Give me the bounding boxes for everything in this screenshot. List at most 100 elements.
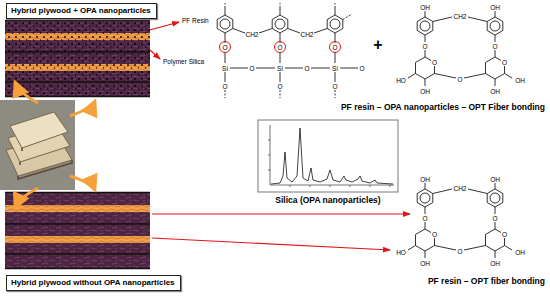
atom-label: O [359,65,365,72]
orange-arrow [70,176,95,190]
atom-label: O [332,44,338,51]
atom-label: HO [396,77,407,84]
fiber-texture [5,236,150,243]
atom-label: OH [420,88,431,95]
orange-arrows [15,82,95,208]
atom-label: O [501,231,507,238]
chart-frame [258,120,398,192]
atom-label: O [457,248,463,255]
caption-label: PF resin – OPT fiber bonding [428,276,545,286]
sheet-edge [18,148,72,179]
bond-lines [225,8,358,82]
silica-spectrum [258,120,398,192]
phenol-ring [272,15,288,33]
red-arrow [152,213,410,214]
red-circle [330,42,341,53]
structure-label: PF Resin [182,17,209,24]
fiber-layer [5,236,150,243]
atom-label: OH [490,260,501,267]
atom-label: O [277,44,283,51]
atom-label: OH [420,260,431,267]
pf-fiber-structure-bottom [408,183,512,258]
atom-label: O [422,43,428,50]
box-text: Hybrid plywood without OPA nanoparticles [11,278,175,288]
atom-label: O [249,65,255,72]
plywood-without-nanoparticles [5,192,150,269]
aromatic-circle [490,193,500,203]
caption-label: Silica (OPA nanoparticles) [275,195,380,205]
fiber-texture [5,205,150,212]
veneer-layers [5,20,150,97]
veneer-texture [5,20,150,97]
orange-arrow [15,188,38,208]
plywood-photo [0,100,75,190]
aromatic-circle [490,21,500,31]
caption-label: PF resin – OPA nanoparticles – OPT Fiber… [341,102,545,112]
plywood-with-nanoparticles [5,20,150,97]
bond-lines [408,183,512,258]
red-circle [220,42,231,53]
phenol-ring [487,189,503,207]
atom-label: Si [277,65,284,72]
orange-arrow [70,101,95,116]
red-circles [220,42,341,53]
nanoparticle-dots [5,20,150,97]
atom-label: O [422,215,428,222]
bond-lines [408,11,512,86]
fiber-layer [5,205,150,212]
phenol-ring [327,15,343,33]
orange-arrow [15,82,38,103]
atom-label: CH2 [453,185,467,192]
atom-label: OH [490,88,501,95]
atom-label: O [304,65,310,72]
atom-label: OH [515,77,526,84]
glue-line [5,21,150,97]
phenol-ring [417,189,433,207]
phenol-ring [417,17,433,35]
aromatic-circle [330,19,340,29]
atom-label: CH2 [453,13,467,20]
atom-label: O [457,76,463,83]
red-arrow [150,22,179,30]
atom-label: O [501,59,507,66]
atom-label: O [431,59,437,66]
atom-label: O [332,83,338,90]
atom-label: CH2 [300,31,314,38]
chart-axes [268,125,394,187]
atom-label: OH [515,249,526,256]
plus-sign: + [373,36,382,54]
atom-label: O [492,215,498,222]
atom-label: OH [420,4,431,11]
atom-label: OH [420,176,431,183]
red-circle [275,42,286,53]
atom-label: OH [490,176,501,183]
spectrum-line [271,128,393,184]
atom-label: Si [332,65,339,72]
atom-label: Si [222,65,229,72]
atom-label: O [222,83,228,90]
glue-line [5,193,150,269]
red-arrow [150,50,160,59]
plywood-sheet [10,112,68,148]
structure-label: Polymer Silica [163,58,204,65]
veneer-texture [5,192,150,269]
veneer-layers [5,192,150,269]
atom-label: HO [396,249,407,256]
title-box: Hybrid plywood without OPA nanoparticles [6,275,181,291]
aromatic-circle [420,21,430,31]
dashed-bonds [225,3,352,98]
aromatic-circle [420,193,430,203]
photo-ground [0,100,75,190]
atom-label: O [492,43,498,50]
atom-label: OH [490,4,501,11]
atom-label: O [277,83,283,90]
pf-silica-structure [217,3,358,98]
pf-fiber-structure-top [408,11,512,86]
title-box: Hybrid plywood + OPA nanoparticles [6,3,157,19]
box-text: Hybrid plywood + OPA nanoparticles [11,6,151,16]
atom-label: CH2 [245,31,259,38]
aromatic-circle [220,19,230,29]
atom-label: O [222,44,228,51]
phenol-ring [487,17,503,35]
